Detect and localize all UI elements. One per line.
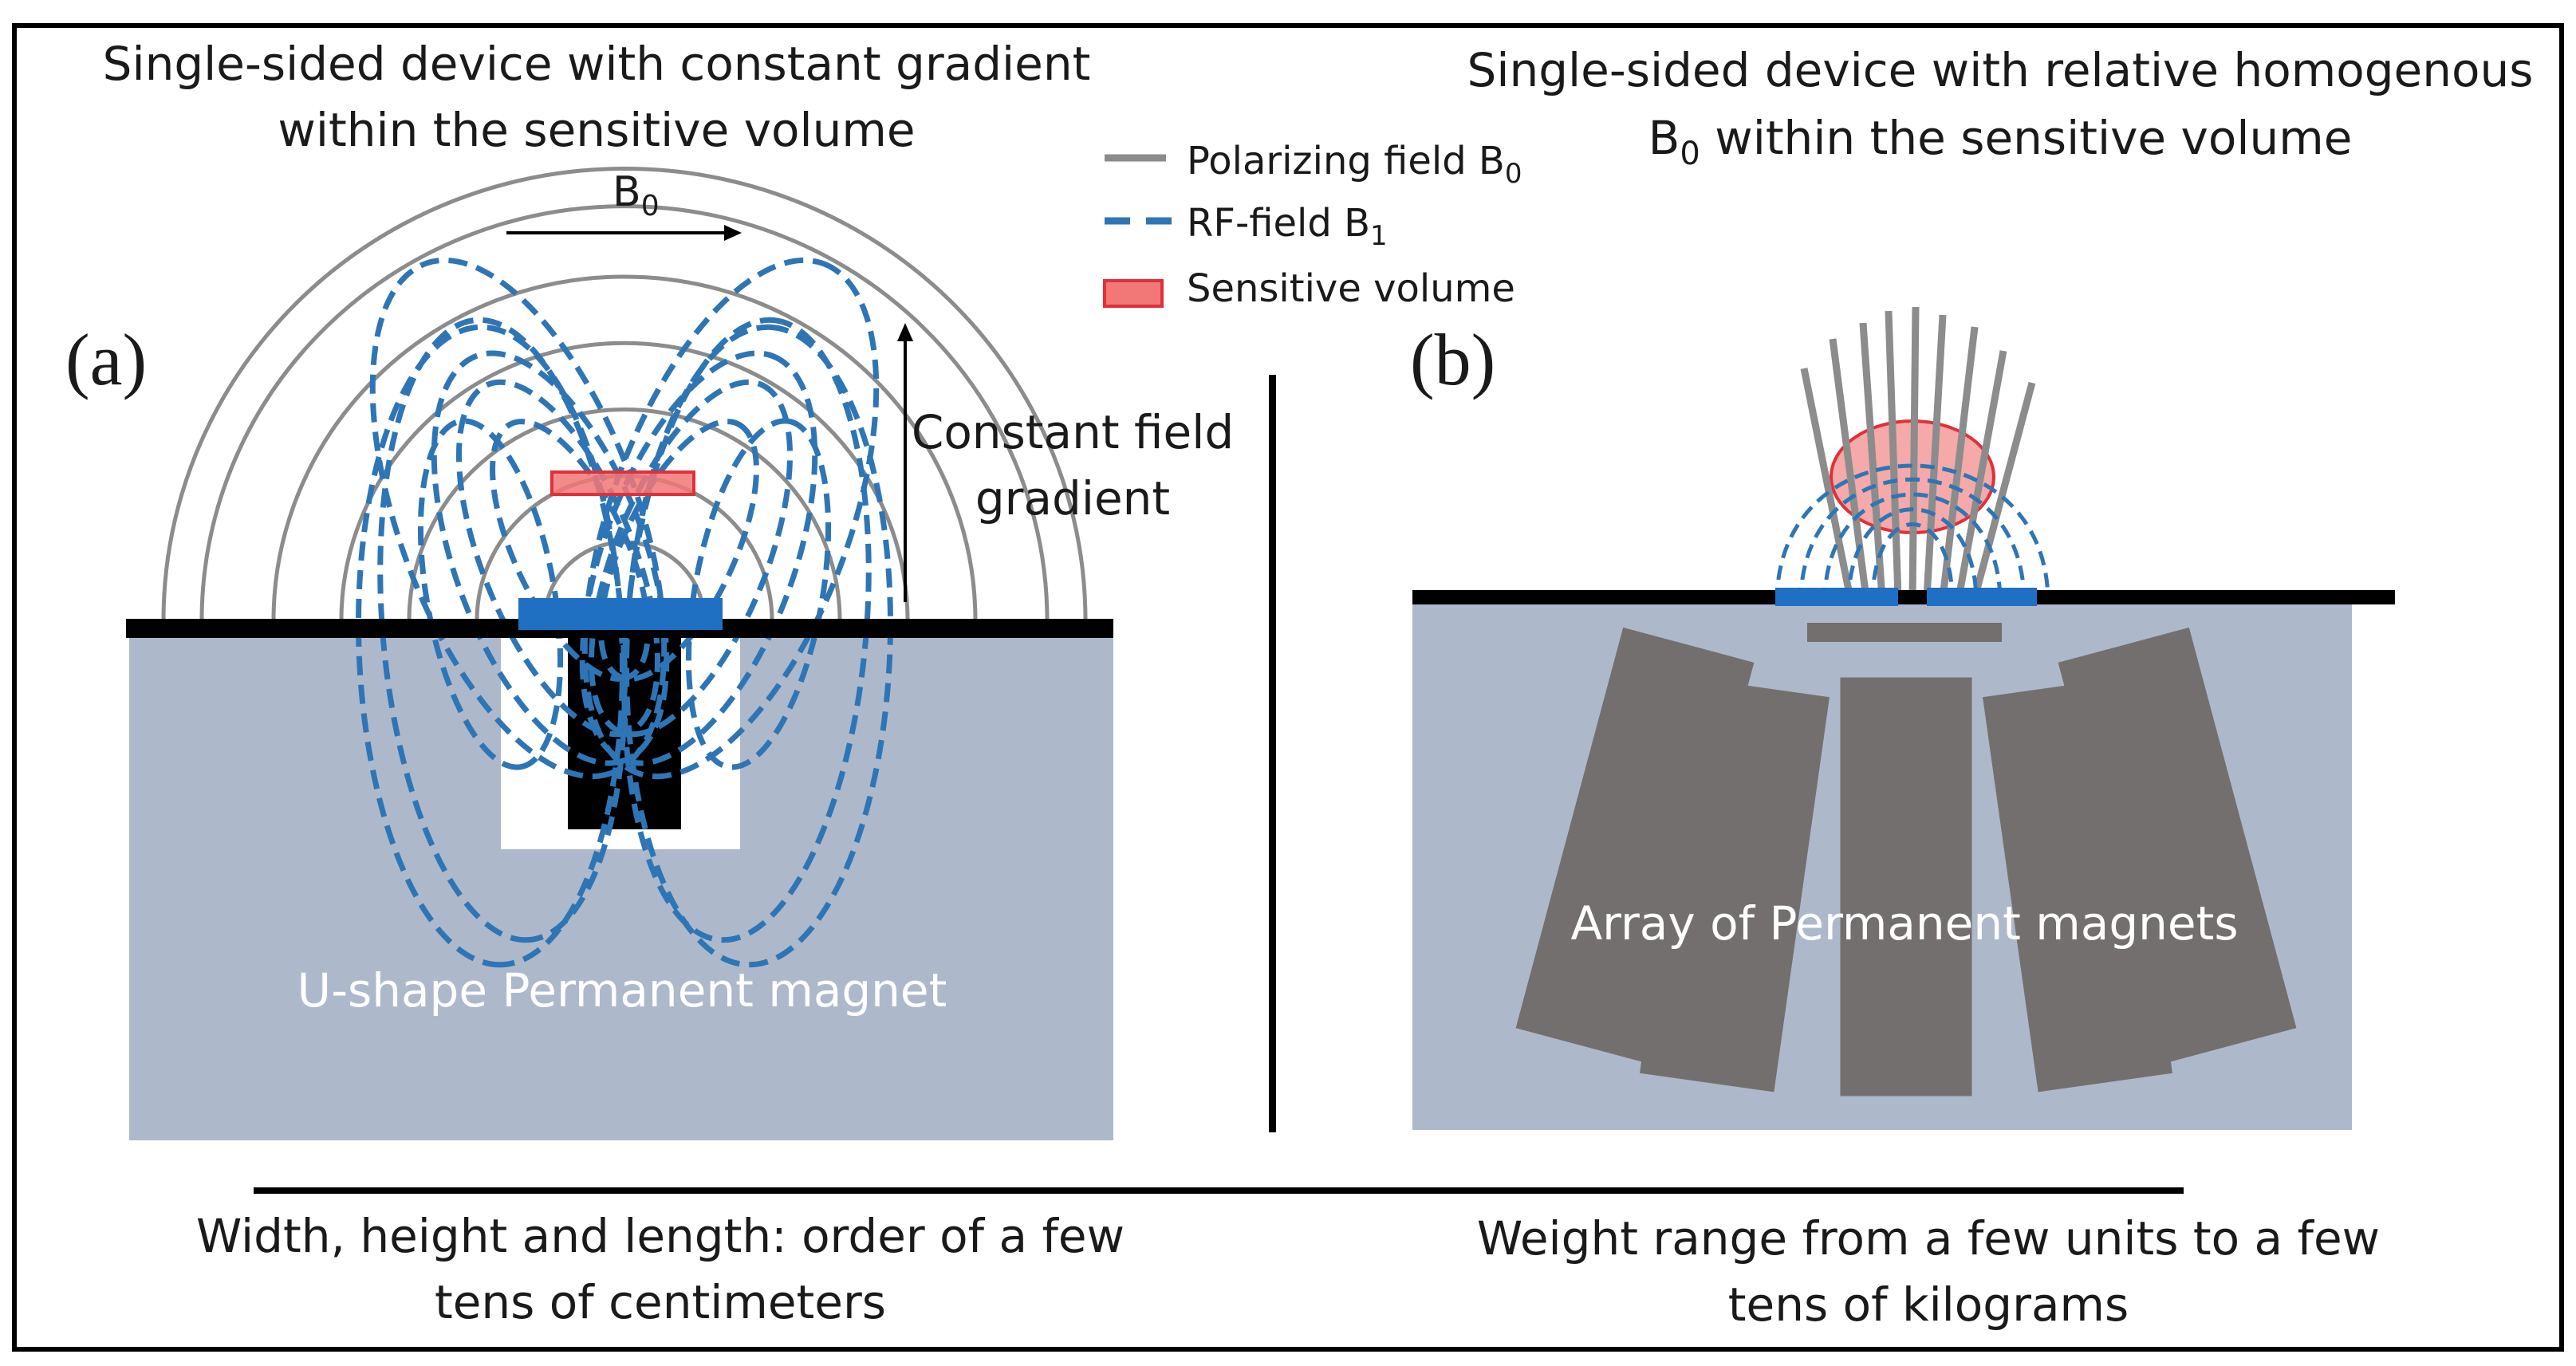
panel-b-label: (b)	[1410, 319, 1495, 400]
panel-b-surface-plate	[1412, 590, 2395, 604]
permanent-magnet-2	[1640, 678, 1830, 1092]
magnet-array-label: Array of Permanent magnets	[1570, 896, 2238, 951]
footer-separator	[254, 1187, 2184, 1194]
b0-field-lines	[161, 167, 1088, 621]
permanent-magnet-3	[1840, 677, 1972, 1096]
b0-arc-3	[407, 407, 842, 621]
legend-sensitive-label: Sensitive volume	[1187, 266, 1515, 311]
rf-loop-b-5	[1870, 522, 1955, 603]
rf-loop-b-3	[1822, 492, 2003, 603]
legend-sensitive-swatch	[1103, 279, 1164, 308]
panel-b-footer-line1: Weight range from a few units to a few	[1477, 1211, 2380, 1266]
rf-loop-right-6	[624, 324, 893, 968]
b0-label: B0	[612, 168, 660, 222]
legend-polarizing-label: Polarizing field B0	[1187, 139, 1522, 190]
center-divider	[1269, 375, 1276, 1132]
panel-a-title-line2: within the sensitive volume	[278, 103, 915, 157]
rf-loop-left-7	[417, 418, 564, 770]
gradient-label-line2: gradient	[975, 471, 1170, 526]
legend-rf-label: RF-field B1	[1187, 201, 1388, 252]
panel-b-rf-coil-right	[1927, 588, 2037, 606]
panel-a: B0 Constant field gradient (a) Single-si…	[65, 37, 1234, 1329]
rf-loop-right-2	[588, 379, 794, 738]
panel-a-label: (a)	[65, 319, 147, 400]
gradient-arrowhead	[897, 323, 913, 341]
b0-arc-7	[161, 167, 1088, 621]
b0-fan-line-5	[1908, 306, 1920, 599]
u-magnet-label: U-shape Permanent magnet	[297, 963, 947, 1018]
b0-fan-line-7	[1939, 326, 1979, 599]
panel-b-title-line1: Single-sided device with relative homoge…	[1467, 43, 2534, 97]
b0-arrowhead	[724, 225, 742, 241]
rf-field-lines	[1774, 463, 2050, 603]
b0-fan-line-6	[1923, 314, 1947, 599]
rf-loop-left-6	[356, 324, 625, 968]
panel-b-title-line2: B0 within the sensitive volume	[1648, 111, 2353, 172]
gradient-label-line1: Constant field	[912, 405, 1234, 459]
magnet-array	[1515, 627, 2297, 1096]
b0-fan-line-1	[1800, 368, 1854, 599]
permanent-magnet-5	[2058, 627, 2297, 1064]
panel-a-title-line1: Single-sided device with constant gradie…	[103, 37, 1091, 91]
panel-b-spacer-bar	[1807, 623, 2002, 642]
rf-loop-b-2	[1798, 477, 2027, 603]
b0-fan-line-9	[1971, 381, 2036, 600]
b0-field-lines	[1800, 306, 2036, 600]
b0-fan-line-8	[1955, 350, 2007, 599]
rf-loop-b-1	[1774, 463, 2050, 603]
panel-b-rf-coil-left	[1775, 588, 1898, 606]
b0-fan-line-4	[1885, 310, 1902, 599]
panel-b: (b) Single-sided device with relative ho…	[1410, 43, 2533, 1332]
panel-a-rf-coil	[518, 598, 723, 630]
panel-b-footer-line2: tens of kilograms	[1728, 1277, 2129, 1332]
b0-arc-6	[199, 204, 1050, 621]
panel-a-footer-line1: Width, height and length: order of a few	[196, 1209, 1125, 1263]
panel-a-sensitive-volume	[550, 470, 695, 496]
b0-arc-4	[339, 341, 910, 621]
rf-loop-right-3	[598, 419, 759, 682]
rf-loop-b-4	[1846, 507, 1979, 603]
rf-loop-right-7	[685, 418, 832, 770]
panel-a-footer-line2: tens of centimeters	[435, 1275, 886, 1329]
legend: Polarizing field B0 RF-field B1 Sensitiv…	[1103, 139, 1522, 311]
b0-arc-5	[271, 274, 978, 621]
b0-fan-line-2	[1829, 338, 1870, 599]
